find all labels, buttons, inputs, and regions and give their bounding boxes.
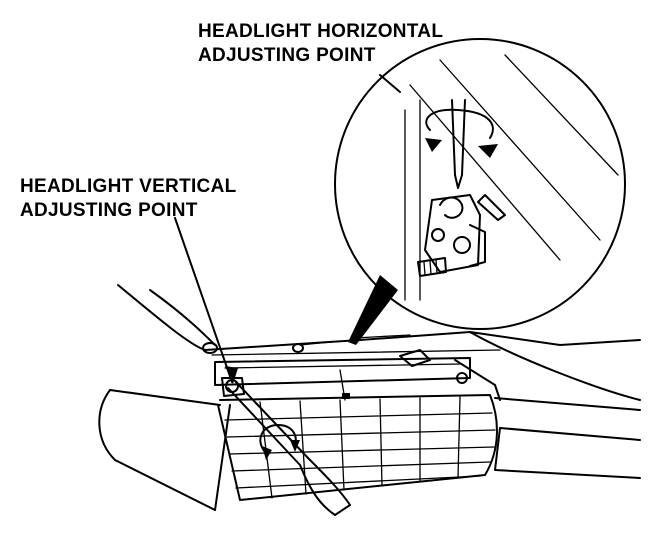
vertical-label-line1: HEADLIGHT VERTICAL: [20, 176, 237, 197]
car-body-outline: [117, 284, 641, 401]
corner-lens: [98, 389, 231, 511]
horizontal-adjusting-point-label: HEADLIGHT HORIZONTAL ADJUSTING POINT: [198, 20, 443, 68]
horizontal-label-line1: HEADLIGHT HORIZONTAL: [198, 21, 444, 42]
rotation-arrow-icon: [259, 424, 300, 460]
headlight-bracket: [214, 349, 501, 401]
right-grille: [494, 397, 641, 479]
vertical-label-line2: ADJUSTING POINT: [20, 200, 198, 221]
headlight-lens: [217, 394, 498, 501]
callout-wedge: [348, 275, 398, 345]
horizontal-label-line2: ADJUSTING POINT: [198, 45, 376, 66]
leader-arrowhead: [225, 366, 238, 384]
detail-circle: [334, 38, 626, 330]
vertical-leader-line: [174, 217, 233, 383]
horizontal-leader-line: [379, 74, 401, 93]
vertical-adjusting-point-label: HEADLIGHT VERTICAL ADJUSTING POINT: [20, 175, 237, 223]
